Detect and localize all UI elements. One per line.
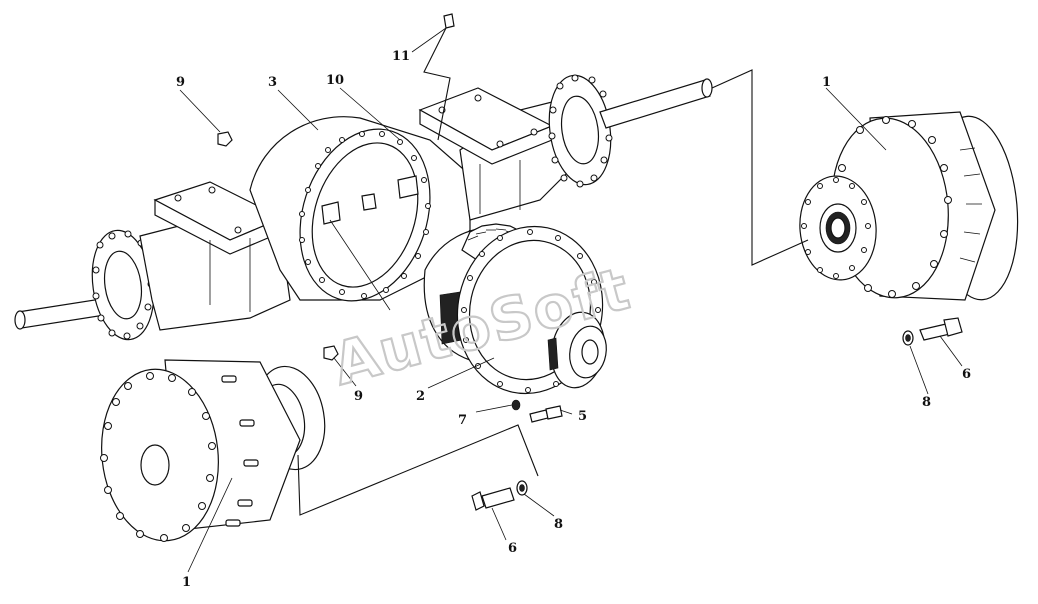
callout-6-bottom: 6 xyxy=(508,541,517,556)
callout-8-bottom: 8 xyxy=(554,517,563,532)
callout-9-mid: 9 xyxy=(354,389,363,404)
callout-10: 10 xyxy=(326,73,344,88)
callout-6-right: 6 xyxy=(962,367,971,382)
callout-7: 7 xyxy=(458,413,467,428)
callout-labels: 1 1 2 3 5 6 6 7 8 8 9 9 10 11 xyxy=(176,49,971,590)
callout-9-top: 9 xyxy=(176,75,185,90)
callout-11: 11 xyxy=(392,49,410,64)
callout-1-right: 1 xyxy=(822,75,831,90)
callout-2: 2 xyxy=(416,389,425,404)
callout-1-left: 1 xyxy=(182,575,191,590)
callout-3: 3 xyxy=(268,75,277,90)
hub-reducer-left xyxy=(100,359,326,542)
fasteners xyxy=(217,13,963,511)
axle-housing xyxy=(14,74,713,341)
callout-8-right: 8 xyxy=(922,395,931,410)
hub-reducer-right xyxy=(799,111,1019,301)
leader-lines xyxy=(179,27,963,573)
callout-5: 5 xyxy=(578,409,587,424)
differential-assembly xyxy=(423,223,607,395)
